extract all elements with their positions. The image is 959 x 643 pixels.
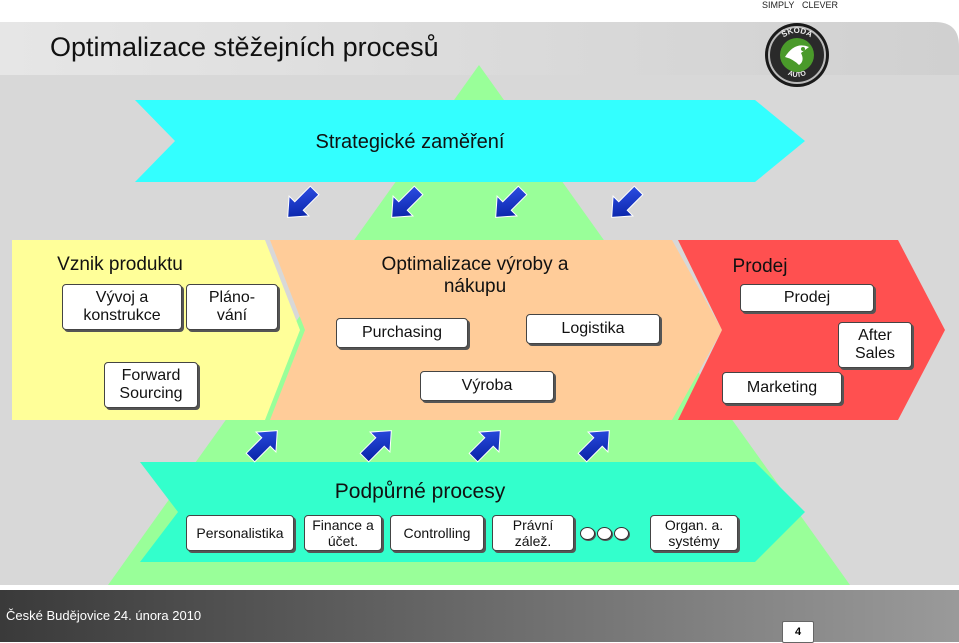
- prodej-box: Prodej: [740, 284, 874, 312]
- strategic-arrow: [135, 100, 805, 182]
- purchasing-box: Purchasing: [336, 318, 468, 348]
- vyroba-box: Výroba: [420, 371, 554, 401]
- organ-systemy-box: Organ. a. systémy: [650, 515, 738, 551]
- down-arrow-icon: [495, 185, 528, 218]
- page-title: Optimalizace stěžejních procesů: [50, 32, 439, 62]
- pravni-box: Právní zálež.: [492, 515, 574, 551]
- ellipsis-dot: [614, 527, 629, 540]
- up-arrow-icon: [577, 430, 610, 463]
- up-arrow-icon: [245, 430, 278, 463]
- controlling-box: Controlling: [390, 515, 484, 551]
- down-arrow-icon: [287, 185, 320, 218]
- skoda-logo-icon: [765, 23, 829, 87]
- planovani-box: Pláno- vání: [186, 284, 278, 330]
- product-heading: Vznik produktu: [57, 254, 183, 275]
- footer-location-date: České Budějovice 24. února 2010: [6, 608, 202, 623]
- after-sales-box: After Sales: [838, 322, 912, 368]
- logistika-box: Logistika: [526, 314, 660, 344]
- nav-clever: CLEVER: [802, 0, 839, 10]
- production-chevron: [270, 240, 722, 420]
- page-number: 4: [782, 621, 814, 643]
- nav-simply: SIMPLY: [762, 0, 795, 10]
- strategic-label: Strategické zaměření: [315, 131, 505, 153]
- ellipsis-dot: [597, 527, 612, 540]
- production-heading: Optimalizace výroby a nákupu: [381, 254, 569, 297]
- vyvoj-konstrukce-box: Vývoj a konstrukce: [62, 284, 182, 330]
- svg-text:ŠKODA: ŠKODA: [780, 26, 814, 39]
- marketing-box: Marketing: [722, 372, 842, 404]
- header-band: [0, 22, 959, 75]
- skoda-logo-text: ŠKODA AUTO: [780, 26, 814, 79]
- up-arrow-icon: [468, 430, 501, 463]
- down-arrow-icon: [611, 185, 644, 218]
- svg-text:AUTO: AUTO: [787, 70, 808, 79]
- support-heading: Podpůrné procesy: [334, 480, 506, 503]
- finance-box: Finance a účet.: [304, 515, 382, 551]
- ellipsis-dot: [580, 527, 595, 540]
- personalistika-box: Personalistika: [186, 515, 294, 551]
- forward-sourcing-box: Forward Sourcing: [104, 362, 198, 408]
- sales-heading: Prodej: [732, 256, 788, 277]
- up-arrow-icon: [359, 430, 392, 463]
- down-arrow-icon: [391, 185, 424, 218]
